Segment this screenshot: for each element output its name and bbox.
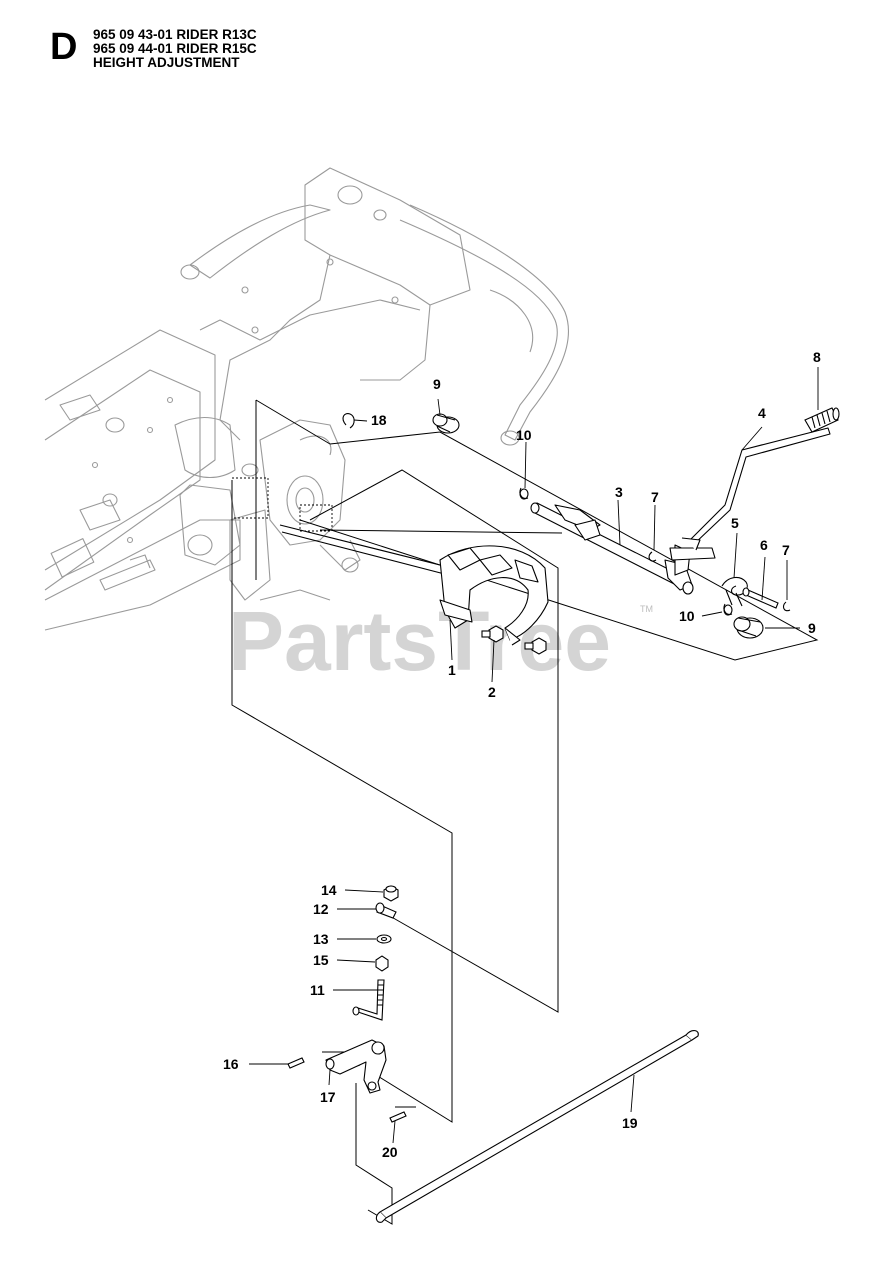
callout-1: 1 [448, 662, 456, 678]
header-text: 965 09 43-01 RIDER R13C 965 09 44-01 RID… [93, 28, 257, 70]
diagram-title: HEIGHT ADJUSTMENT [93, 55, 240, 70]
part-19-rod [375, 1030, 699, 1223]
callout-10a: 10 [516, 427, 532, 443]
part-12-bolt [375, 902, 397, 919]
callout-7b: 7 [782, 542, 790, 558]
reference-dashes [231, 477, 333, 532]
part-3-shaft [530, 502, 694, 595]
part-13-washer [376, 934, 392, 944]
part-8-grip [804, 407, 840, 433]
part-9-bushing-bottom [733, 616, 764, 639]
part-15-nut [375, 955, 389, 972]
callout-8: 8 [813, 349, 821, 365]
callout-19: 19 [622, 1115, 638, 1131]
part-16-screw [287, 1057, 305, 1069]
part-20-screw [389, 1111, 407, 1123]
callout-12: 12 [313, 901, 329, 917]
callout-13: 13 [313, 931, 329, 947]
watermark-tm: TM [640, 604, 653, 614]
callout-6: 6 [760, 537, 768, 553]
callouts: 1 2 3 4 5 6 7 7 8 9 9 10 10 11 12 13 14 … [223, 349, 821, 1160]
part-6-pin [742, 587, 779, 609]
callout-10b: 10 [679, 608, 695, 624]
callout-3: 3 [615, 484, 623, 500]
main-shaft [279, 524, 461, 579]
part-4-lever [669, 427, 831, 561]
callout-9b: 9 [808, 620, 816, 636]
callout-7a: 7 [651, 489, 659, 505]
callout-18: 18 [371, 412, 387, 428]
model-line-1: 965 09 43-01 RIDER R13C [93, 27, 257, 42]
callout-11: 11 [310, 982, 325, 998]
callout-14: 14 [321, 882, 337, 898]
explosion-lines [231, 399, 819, 1225]
part-1-guide-plate [439, 545, 549, 646]
part-2-bolts [481, 625, 547, 655]
part-7-clips [648, 551, 791, 612]
callout-5: 5 [731, 515, 739, 531]
part-14-nut [383, 885, 399, 902]
watermark: PartsTree [228, 594, 611, 688]
callout-20: 20 [382, 1144, 398, 1160]
callout-2: 2 [488, 684, 496, 700]
model-line-2: 965 09 44-01 RIDER R15C [93, 41, 257, 56]
callout-15: 15 [313, 952, 329, 968]
part-9-bushing-top [432, 413, 460, 434]
leader-lines [249, 367, 819, 1144]
part-10-washers [519, 487, 733, 616]
part-17-bellcrank [325, 1039, 387, 1094]
callout-4: 4 [758, 405, 766, 421]
section-letter: D [50, 26, 78, 68]
chassis-frame-ghost [44, 167, 570, 631]
callout-17: 17 [320, 1089, 336, 1105]
part-18-clip [342, 413, 355, 429]
callout-16: 16 [223, 1056, 239, 1072]
callout-9a: 9 [433, 376, 441, 392]
part-11-threaded-rod [352, 979, 385, 1021]
